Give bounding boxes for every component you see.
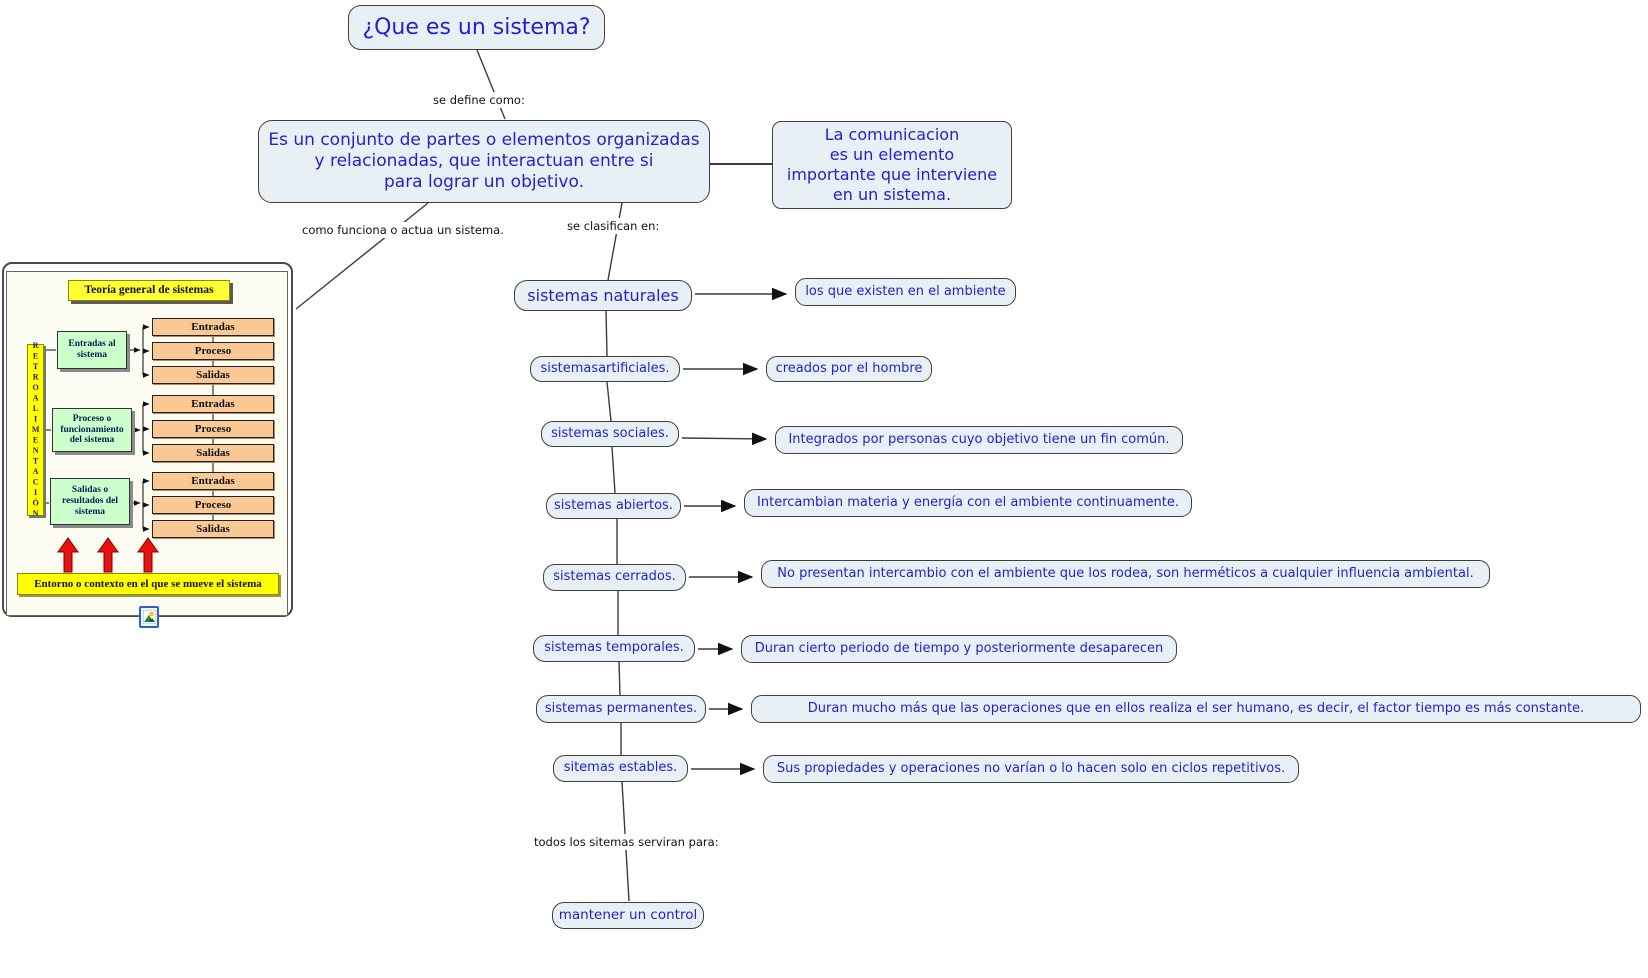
- node-sistemas-permanentes[interactable]: sistemas permanentes.: [536, 695, 706, 723]
- tgs-io-entradas-3: Entradas: [152, 472, 274, 490]
- node-desc-sociales[interactable]: Integrados por personas cuyo objetivo ti…: [775, 426, 1183, 454]
- node-sistemas-sociales[interactable]: sistemas sociales.: [541, 421, 679, 447]
- tgs-stage-proceso: Proceso o funcionamiento del sistema: [52, 408, 132, 452]
- node-desc-abiertos[interactable]: Intercambian materia y energía con el am…: [744, 489, 1192, 517]
- tgs-stage-salidas: Salidas o resultados del sistema: [50, 478, 130, 525]
- node-sistemas-cerrados[interactable]: sistemas cerrados.: [543, 564, 686, 591]
- node-sistemas-naturales[interactable]: sistemas naturales: [514, 280, 692, 311]
- tgs-io-proceso-2: Proceso: [152, 420, 274, 438]
- linking-phrase-como-funciona[interactable]: como funciona o actua un sistema.: [299, 222, 507, 238]
- linking-phrase-se-clasifican[interactable]: se clasifican en:: [564, 218, 663, 234]
- tgs-diagram-connectors: [44, 324, 214, 532]
- node-mantener-control[interactable]: mantener un control: [552, 902, 704, 929]
- node-desc-artificiales[interactable]: creados por el hombre: [766, 356, 932, 382]
- node-title[interactable]: ¿Que es un sistema?: [348, 5, 605, 50]
- node-sistemas-artificiales[interactable]: sistemasartificiales.: [530, 356, 680, 382]
- node-desc-permanentes[interactable]: Duran mucho más que las operaciones que …: [751, 695, 1641, 723]
- tgs-io-proceso-3: Proceso: [152, 496, 274, 514]
- map-connectors: [295, 49, 788, 902]
- tgs-environment-bar: Entorno o contexto en el que se mueve el…: [17, 573, 279, 595]
- tgs-io-entradas-2: Entradas: [152, 395, 274, 413]
- linking-phrase-se-define-como[interactable]: se define como:: [430, 92, 528, 108]
- node-definition[interactable]: Es un conjunto de partes o elementos org…: [258, 120, 710, 203]
- tgs-title: Teoría general de sistemas: [68, 280, 230, 301]
- tgs-io-salidas-3: Salidas: [152, 520, 274, 538]
- tgs-io-proceso-1: Proceso: [152, 342, 274, 360]
- linking-phrase-serviran-para[interactable]: todos los sitemas serviran para:: [531, 834, 722, 850]
- tgs-stage-entradas: Entradas al sistema: [57, 331, 127, 369]
- tgs-io-salidas-2: Salidas: [152, 444, 274, 462]
- image-icon: [142, 610, 156, 624]
- tgs-io-salidas-1: Salidas: [152, 366, 274, 384]
- node-desc-temporales[interactable]: Duran cierto periodo de tiempo y posteri…: [741, 635, 1177, 663]
- node-sistemas-temporales[interactable]: sistemas temporales.: [533, 635, 695, 662]
- node-desc-naturales[interactable]: los que existen en el ambiente: [795, 278, 1016, 306]
- node-desc-estables[interactable]: Sus propiedades y operaciones no varían …: [763, 755, 1299, 783]
- node-sistemas-abiertos[interactable]: sistemas abiertos.: [546, 493, 681, 519]
- node-communication[interactable]: La comunicacion es un elemento important…: [772, 121, 1012, 209]
- tgs-io-entradas-1: Entradas: [152, 318, 274, 336]
- image-resource-icon[interactable]: [139, 606, 159, 628]
- tgs-feedback-bar: RETROALIMENTACIÓN: [27, 341, 44, 519]
- red-up-arrow-icon: [57, 537, 159, 573]
- node-sitemas-estables[interactable]: sitemas estables.: [553, 755, 688, 782]
- node-desc-cerrados[interactable]: No presentan intercambio con el ambiente…: [761, 560, 1490, 588]
